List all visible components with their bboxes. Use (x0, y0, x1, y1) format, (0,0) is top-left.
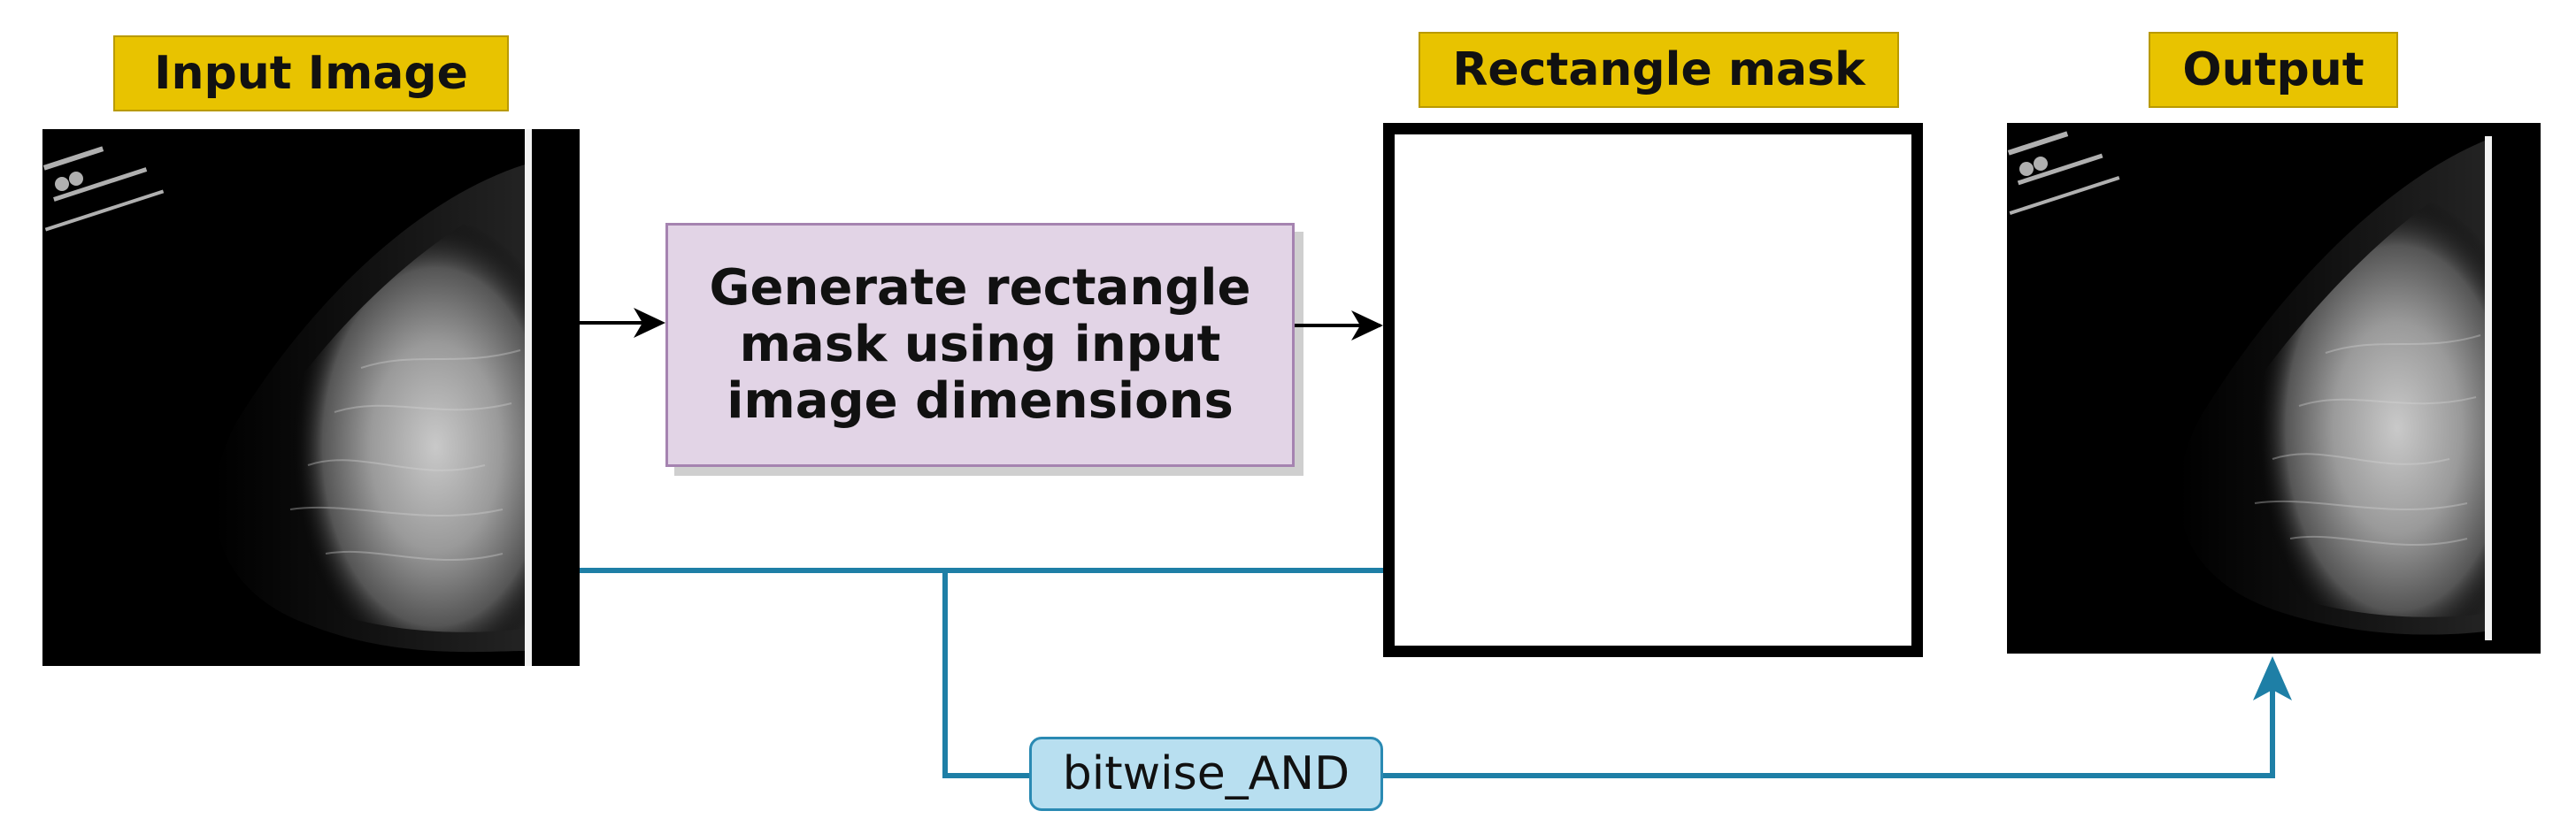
arrow-head-process-to-mask (1351, 310, 1383, 340)
output-label: Output (2149, 32, 2398, 108)
flow-line-to-output (1383, 690, 2275, 778)
input-mammogram-image (42, 129, 580, 666)
process-text: Generate rectangle mask using input imag… (709, 259, 1251, 430)
output-mammogram-image (2007, 123, 2541, 654)
arrow-head-input-to-process (634, 308, 665, 338)
bitwise-and-text: bitwise_AND (1062, 747, 1350, 800)
input-image-label: Input Image (113, 35, 509, 111)
output-mammogram-graphic (2007, 123, 2541, 654)
rectangle-mask-label: Rectangle mask (1419, 32, 1899, 108)
generate-mask-process-box: Generate rectangle mask using input imag… (665, 223, 1295, 467)
arrow-head-to-output (2253, 656, 2292, 700)
input-mammogram-graphic (42, 129, 580, 666)
bitwise-and-operation: bitwise_AND (1029, 737, 1383, 811)
rectangle-mask-image (1383, 123, 1923, 657)
flow-line-down-to-bitwise (942, 570, 1029, 778)
